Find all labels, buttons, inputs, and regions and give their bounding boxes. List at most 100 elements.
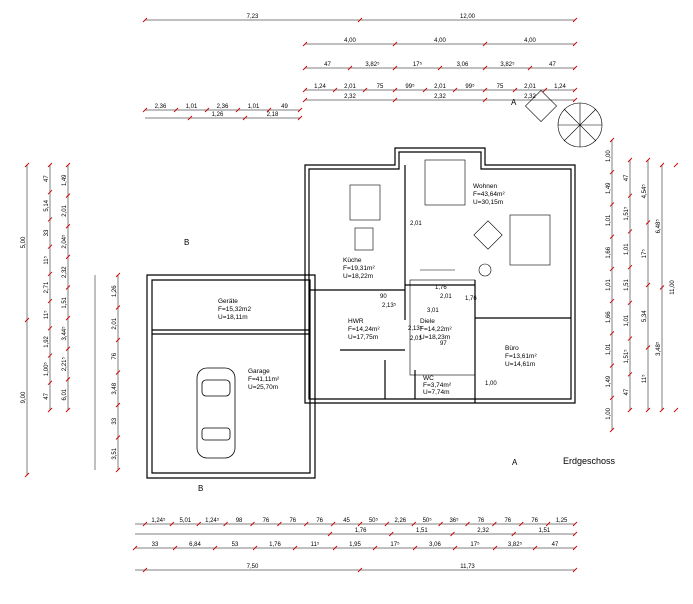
dimension-label: 1,01 [186, 104, 198, 110]
dimension-tick [204, 107, 210, 113]
dimension-tick [297, 107, 303, 113]
dimension-tick [659, 162, 665, 168]
dimension-label: 4,54⁵ [641, 184, 648, 199]
dimension-tick [482, 97, 488, 103]
dimension-tick [115, 272, 121, 278]
dimension-label: 3,06 [457, 62, 469, 68]
room-name-buero: Büro [505, 345, 519, 352]
dimension-tick [47, 189, 53, 195]
dimension-label: 1,24⁵ [205, 517, 220, 524]
dimension-label: 1,51 [539, 528, 551, 534]
dimension-tick [132, 545, 138, 551]
dimension-tick [115, 337, 121, 343]
dimension-label: 3,82⁵ [508, 541, 523, 548]
interior-dimension-label: 1,76 [465, 296, 477, 302]
dimension-label: 1,66 [606, 311, 612, 323]
interior-dimension-label: 2,13⁵ [382, 302, 397, 309]
dimension-lines [26, 19, 663, 571]
dimension-label: 33 [152, 542, 159, 548]
dimension-tick [47, 326, 53, 331]
dimension-tick [465, 521, 470, 527]
dimension-tick [115, 305, 121, 310]
dimension-label: 5,01 [179, 518, 191, 524]
dimension-label: 1,76 [269, 542, 281, 548]
dimension-tick [47, 353, 53, 358]
dimension-label: 1,51 [62, 296, 68, 308]
dimension-tick [627, 371, 633, 377]
dimension-tick [332, 545, 338, 551]
room-name-wc: WC [423, 375, 434, 382]
interior-dimension-label: 1,76 [435, 285, 447, 291]
dimension-tick [302, 97, 308, 103]
dimension-tick [362, 87, 368, 93]
dimension-tick [384, 521, 390, 527]
dimension-tick [627, 264, 633, 270]
dimension-label: 6,84 [189, 542, 201, 548]
dimension-tick [65, 346, 71, 352]
dimension-label: 49 [281, 104, 288, 110]
room-perimeter-garage: U=25,70m [248, 384, 278, 391]
dimension-tick [242, 115, 248, 121]
dimension-tick [212, 545, 218, 551]
dimension-tick [645, 345, 651, 350]
dimension-label: 33 [44, 229, 50, 236]
dimension-label: 75 [377, 84, 384, 90]
dimension-tick [452, 87, 458, 93]
room-area-kueche: F=19,31m² [343, 265, 375, 272]
room-perimeter-wohnen: U=30,15m [473, 199, 503, 206]
section-mark-b-top: B [184, 238, 189, 247]
dimension-label: 3,48 [112, 382, 118, 394]
dimension-label: 1,51⁵ [623, 349, 630, 364]
dimension-label: 5,14 [44, 199, 50, 211]
dimension-tick [223, 521, 228, 527]
dimension-label: 1,01 [624, 314, 630, 326]
dimension-label: 17⁵ [413, 61, 423, 68]
dimension-tick [392, 65, 398, 71]
dimension-tick [511, 531, 517, 537]
dimension-tick [609, 169, 615, 175]
dimension-label: 76 [531, 518, 538, 524]
dimension-tick [609, 331, 615, 336]
dimension-label: 11⁵ [311, 541, 320, 548]
room-name-geraete: Geräte [218, 298, 238, 305]
dimension-tick [482, 65, 488, 71]
dimension-label: 1,01 [606, 343, 612, 355]
walls [146, 147, 576, 479]
dimension-label: 2,32 [344, 94, 356, 100]
room-perimeter-wc: U=7,74m [423, 389, 450, 396]
room-area-diele: F=14,22m² [420, 326, 452, 333]
interior-dimension-label: 2,01 [440, 294, 452, 300]
room-name-kueche: Küche [343, 257, 362, 264]
dimension-tick [65, 407, 71, 413]
dimension-label: 1,49 [62, 174, 68, 186]
dimension-tick [266, 107, 272, 113]
dimension-label: 6,01 [62, 388, 68, 400]
dimension-tick [172, 545, 178, 551]
room-labels: Wohnen F=43,64m² U=30,15m Küche F=19,31m… [218, 183, 537, 396]
dimension-label: 3,82⁵ [500, 61, 515, 68]
dimension-tick [572, 567, 578, 573]
dimension-tick [357, 567, 363, 573]
room-area-wohnen: F=43,64m² [473, 191, 505, 198]
dimension-tick [542, 87, 548, 93]
labels: Erdgeschoss A A B B [184, 98, 616, 493]
dimension-tick [65, 315, 71, 321]
dimension-tick [492, 545, 498, 551]
dimension-tick [65, 193, 71, 198]
dimension-tick [24, 317, 30, 323]
dimension-tick [572, 531, 578, 537]
dimension-tick [142, 567, 148, 573]
dimension-tick [115, 402, 121, 408]
dimension-tick [250, 521, 255, 527]
room-name-hwr: HWR [348, 318, 364, 325]
dimension-label: 2,32 [524, 94, 536, 100]
dimension-tick [302, 87, 308, 93]
dimension-tick [627, 193, 633, 199]
dimension-tick [437, 65, 443, 71]
dimension-label: 2,36 [155, 104, 167, 110]
dimension-label: 47 [44, 392, 50, 399]
dimension-label: 47 [44, 175, 50, 182]
